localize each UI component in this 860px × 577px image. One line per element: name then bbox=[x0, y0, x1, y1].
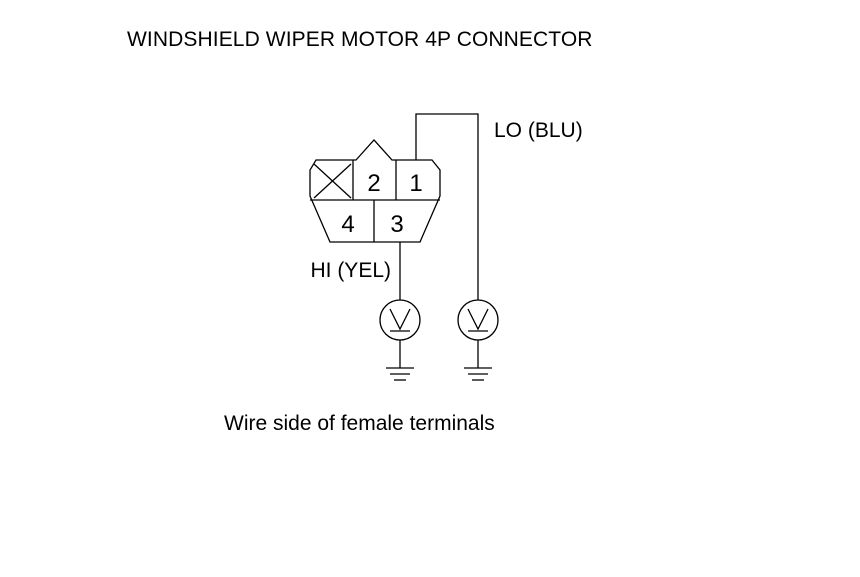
ground-lo-icon bbox=[464, 367, 492, 381]
terminal-1-label: 1 bbox=[409, 170, 422, 197]
terminal-4-label: 4 bbox=[341, 211, 354, 238]
ground-hi-icon bbox=[386, 367, 414, 381]
hi-wire-label: HI (YEL) bbox=[310, 259, 391, 282]
unused-cavity-cross-b bbox=[313, 163, 352, 199]
terminal-2-label: 2 bbox=[367, 170, 380, 197]
connector-outline bbox=[309, 139, 441, 243]
terminal-3-label: 3 bbox=[390, 211, 403, 238]
voltmeter-hi-icon bbox=[379, 299, 421, 341]
diagram-title: WINDSHIELD WIPER MOTOR 4P CONNECTOR bbox=[127, 28, 593, 51]
voltmeter-lo-icon bbox=[457, 299, 499, 341]
connector-body bbox=[309, 139, 441, 243]
lo-wire-label: LO (BLU) bbox=[494, 119, 583, 142]
diagram-caption: Wire side of female terminals bbox=[224, 412, 495, 435]
lo-wire bbox=[415, 113, 479, 300]
